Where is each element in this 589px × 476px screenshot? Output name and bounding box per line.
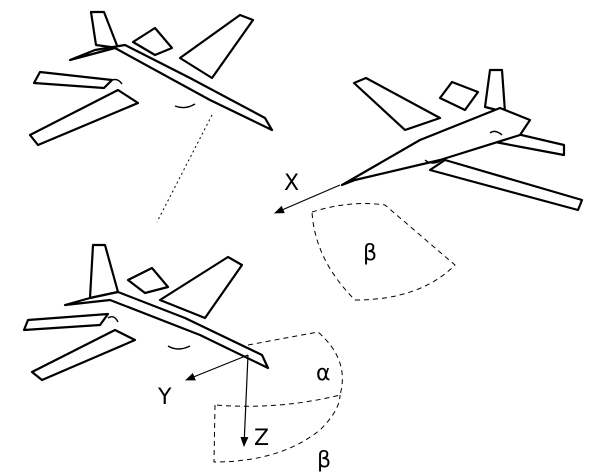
x-axis-arrow <box>274 184 341 214</box>
beta-sector-bottom <box>213 394 341 463</box>
x-axis-label: X <box>284 171 299 196</box>
aircraft-top-left <box>28 10 274 147</box>
beta-label-bottom: β <box>317 448 331 473</box>
z-axis-label: Z <box>254 426 269 451</box>
alpha-label: α <box>316 361 331 386</box>
connector-line <box>156 114 213 223</box>
beta-sector-top <box>311 203 456 301</box>
aircraft-bottom-left <box>22 243 270 382</box>
y-axis-arrow <box>185 354 249 381</box>
aircraft-top-right <box>340 68 584 212</box>
y-axis-label: Y <box>157 385 172 410</box>
z-axis-arrow <box>240 354 249 447</box>
beta-label-top: β <box>363 241 377 266</box>
alpha-sector <box>214 331 343 407</box>
